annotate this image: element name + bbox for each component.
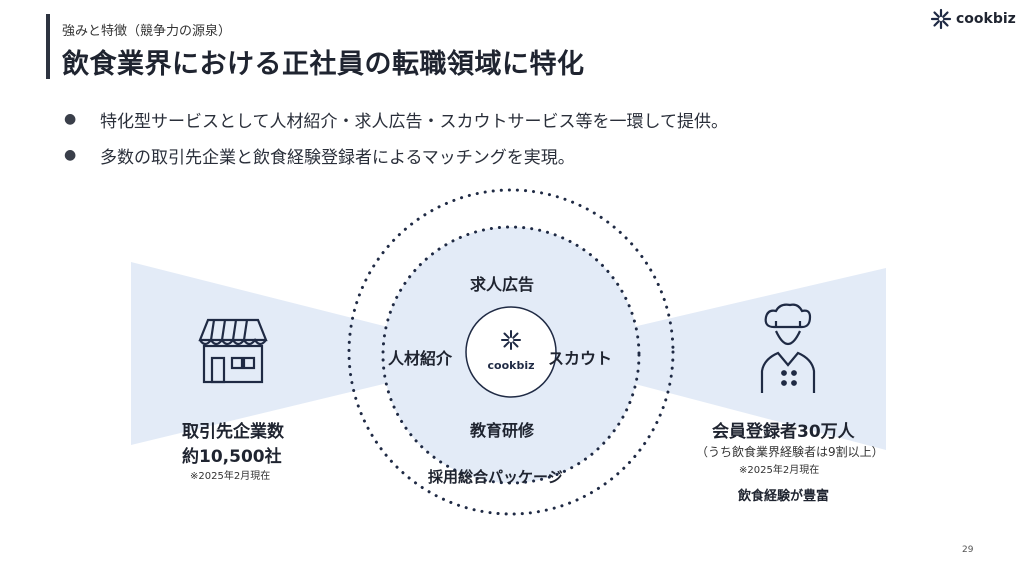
service-label-package: 採用総合パッケージ	[428, 468, 563, 486]
bullet-item: ● 特化型サービスとして人材紹介・求人広告・スカウトサービス等を一環して提供。	[64, 101, 728, 137]
page-number: 29	[962, 545, 974, 555]
member-count-title: 会員登録者30万人	[712, 422, 855, 442]
right-wedge	[620, 268, 886, 450]
service-label-recruitment: 人材紹介	[388, 349, 453, 368]
member-experience-label: 飲食経験が豊富	[738, 489, 830, 504]
bullet-dot: ●	[64, 147, 77, 163]
client-count-note: ※2025年2月現在	[190, 471, 271, 482]
member-count-subtitle: （うち飲食業界経験者は9割以上）	[696, 445, 884, 459]
outer-dotted-ring	[347, 188, 675, 516]
client-count-title: 取引先企業数	[182, 422, 284, 442]
service-label-job-ads: 求人広告	[470, 275, 535, 294]
cookbiz-star-icon	[930, 8, 952, 30]
center-star-icon	[501, 330, 521, 350]
title-accent-bar	[46, 14, 50, 79]
left-wedge	[131, 262, 400, 445]
bullet-text: 多数の取引先企業と飲食経験登録者によるマッチングを実現。	[100, 147, 575, 168]
client-count-value: 約10,500社	[182, 447, 282, 467]
inner-dotted-ring	[381, 225, 641, 485]
service-label-training: 教育研修	[470, 421, 535, 440]
member-count-note: ※2025年2月現在	[739, 465, 820, 476]
service-label-scout: スカウト	[548, 349, 613, 368]
store-icon	[198, 318, 268, 384]
logo-text: cookbiz	[956, 11, 1016, 27]
brand-logo: cookbiz	[930, 8, 1016, 30]
center-logo-text: cookbiz	[488, 359, 535, 372]
bullet-list: ● 特化型サービスとして人材紹介・求人広告・スカウトサービス等を一環して提供。 …	[64, 101, 728, 173]
center-logo-circle	[465, 306, 557, 398]
bullet-dot: ●	[64, 111, 77, 127]
bullet-item: ● 多数の取引先企業と飲食経験登録者によるマッチングを実現。	[64, 137, 728, 173]
chef-icon	[760, 303, 816, 393]
section-subtitle: 強みと特徴（競争力の源泉）	[62, 24, 232, 39]
bullet-text: 特化型サービスとして人材紹介・求人広告・スカウトサービス等を一環して提供。	[100, 111, 728, 132]
page-title: 飲食業界における正社員の転職領域に特化	[62, 49, 585, 80]
